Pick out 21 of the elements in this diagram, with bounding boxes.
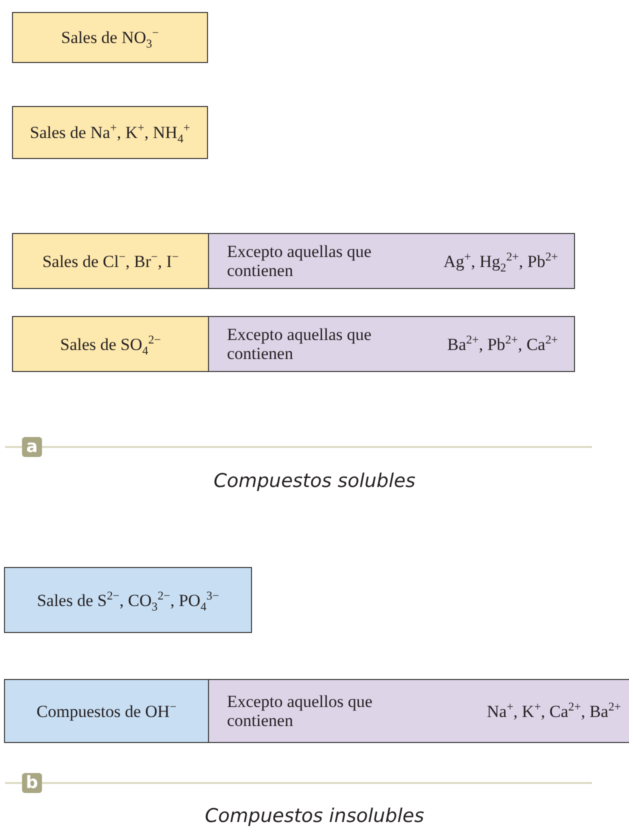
salt-box: [12, 233, 209, 289]
exception-text: Excepto aquellos que contienen: [227, 692, 374, 730]
ion-list: Ag$^{+}$, Hg$_{2}$$^{2+}$, Pb$^{2+}$: [443, 252, 558, 270]
ion-list: Ba$^{2+}$, Pb$^{2+}$, Ca$^{2+}$: [447, 334, 558, 354]
exception-box: [208, 233, 575, 289]
salt-box: [4, 567, 252, 633]
salt-box: [12, 106, 208, 159]
salt-label: Sales de Cl$^{−}$, Br$^{−}$, I$^{−}$: [42, 252, 179, 270]
salt-box: [12, 316, 209, 372]
panel-letter: b: [22, 773, 42, 793]
exception-box: [208, 679, 629, 743]
ion-list: Na$^{+}$, K$^{+}$, Ca$^{2+}$, Ba$^{2+}$: [486, 702, 621, 720]
panel-caption: Compuestos solubles: [212, 470, 416, 492]
panel-caption: Compuestos insolubles: [204, 805, 426, 827]
exception-box: [208, 316, 575, 372]
exception-text: Excepto aquellas que contienen: [227, 325, 372, 363]
exception-text: Excepto aquellas que contienen: [227, 242, 372, 280]
salt-box: [4, 679, 209, 743]
panel-letter: a: [22, 437, 42, 457]
salt-box: [12, 12, 208, 63]
salt-label: Compuestos de OH$^{−}$: [36, 702, 176, 720]
